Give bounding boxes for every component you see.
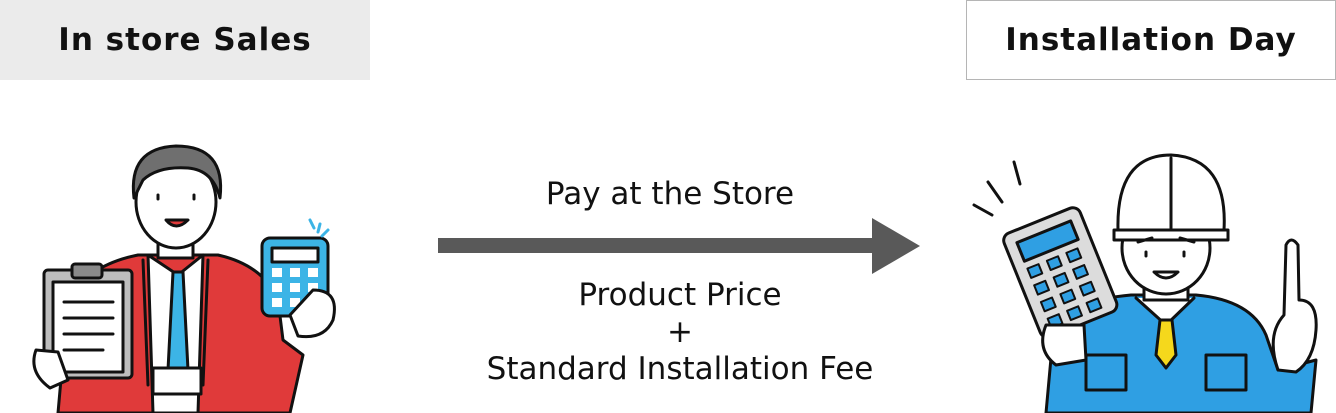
arrow-caption: Pay at the Store bbox=[545, 176, 795, 212]
installation-day-label: Installation Day bbox=[966, 0, 1336, 80]
right-arrow-icon bbox=[438, 218, 920, 274]
product-price-text: Product Price bbox=[578, 277, 782, 313]
installation-fee-text: Standard Installation Fee bbox=[486, 351, 874, 387]
plus-sign: + bbox=[667, 314, 693, 350]
installer-icon bbox=[972, 153, 1318, 413]
cost-breakdown: Product Price + Standard Installation Fe… bbox=[440, 277, 920, 388]
in-store-sales-label: In store Sales bbox=[0, 0, 370, 80]
salesperson-icon bbox=[32, 144, 336, 413]
